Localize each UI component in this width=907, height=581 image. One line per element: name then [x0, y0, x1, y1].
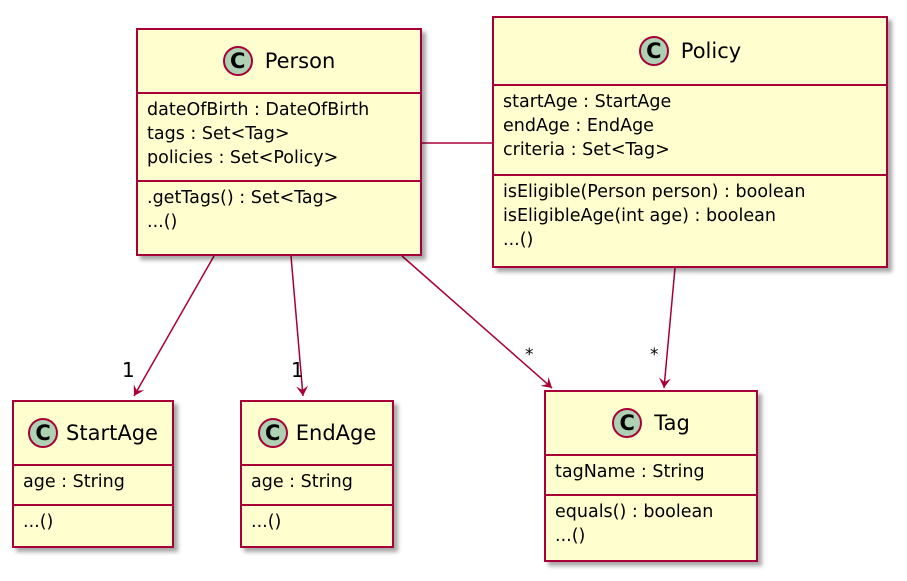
methods: isEligible(Person person) : boolean isEl…	[494, 174, 886, 256]
class-policy-header: C Policy	[494, 18, 886, 84]
attribute: tags : Set<Tag>	[147, 124, 290, 144]
multiplicity-person-tag: *	[525, 345, 534, 365]
attributes: startAge : StartAge endAge : EndAge crit…	[494, 84, 886, 174]
class-name: Person	[264, 49, 336, 73]
class-policy: C Policy startAge : StartAge endAge : En…	[492, 16, 888, 268]
method: ...()	[23, 512, 54, 532]
class-name: EndAge	[295, 421, 377, 445]
class-person-header: C Person	[138, 30, 420, 92]
class-endage: C EndAge age : String ...()	[240, 400, 394, 548]
method: ...()	[503, 230, 534, 250]
class-person: C Person dateOfBirth : DateOfBirth tags …	[136, 28, 422, 256]
attributes: dateOfBirth : DateOfBirth tags : Set<Tag…	[138, 92, 420, 180]
multiplicity-startage: 1	[122, 358, 135, 382]
methods: equals() : boolean ...()	[546, 494, 756, 552]
class-tag: C Tag tagName : String equals() : boolea…	[544, 390, 758, 562]
method: ...()	[251, 512, 282, 532]
attribute: dateOfBirth : DateOfBirth	[147, 100, 370, 120]
class-name: StartAge	[66, 421, 158, 445]
method: isEligibleAge(int age) : boolean	[503, 206, 776, 226]
multiplicity-endage: 1	[291, 358, 304, 382]
class-name: Tag	[654, 411, 690, 435]
class-icon: C	[612, 408, 643, 438]
attribute: startAge : StartAge	[503, 92, 672, 112]
attributes: age : String	[242, 464, 392, 504]
class-startage: C StartAge age : String ...()	[12, 400, 174, 548]
class-icon: C	[257, 418, 288, 448]
class-startage-header: C StartAge	[14, 402, 172, 464]
attribute: age : String	[251, 472, 353, 492]
method: .getTags() : Set<Tag>	[147, 188, 339, 208]
method: isEligible(Person person) : boolean	[503, 182, 806, 202]
methods: ...()	[242, 504, 392, 538]
attribute: policies : Set<Policy>	[147, 148, 339, 168]
class-icon: C	[222, 46, 253, 76]
method: equals() : boolean	[555, 502, 714, 522]
attribute: tagName : String	[555, 462, 705, 482]
class-icon: C	[28, 418, 59, 448]
attribute: endAge : EndAge	[503, 116, 654, 136]
class-tag-header: C Tag	[546, 392, 756, 454]
method: ...()	[555, 526, 586, 546]
policy-tag-arrow	[658, 267, 676, 389]
attributes: tagName : String	[546, 454, 756, 494]
class-icon: C	[638, 36, 669, 66]
method: ...()	[147, 212, 178, 232]
person-endage-arrow	[290, 255, 309, 397]
attribute: criteria : Set<Tag>	[503, 140, 670, 160]
methods: .getTags() : Set<Tag> ...()	[138, 180, 420, 238]
class-name: Policy	[680, 39, 742, 63]
attribute: age : String	[23, 472, 125, 492]
methods: ...()	[14, 504, 172, 538]
attributes: age : String	[14, 464, 172, 504]
class-endage-header: C EndAge	[242, 402, 392, 464]
person-startage-arrow	[133, 255, 215, 397]
multiplicity-policy-tag: *	[650, 345, 659, 365]
person-tag-arrow	[401, 255, 553, 389]
